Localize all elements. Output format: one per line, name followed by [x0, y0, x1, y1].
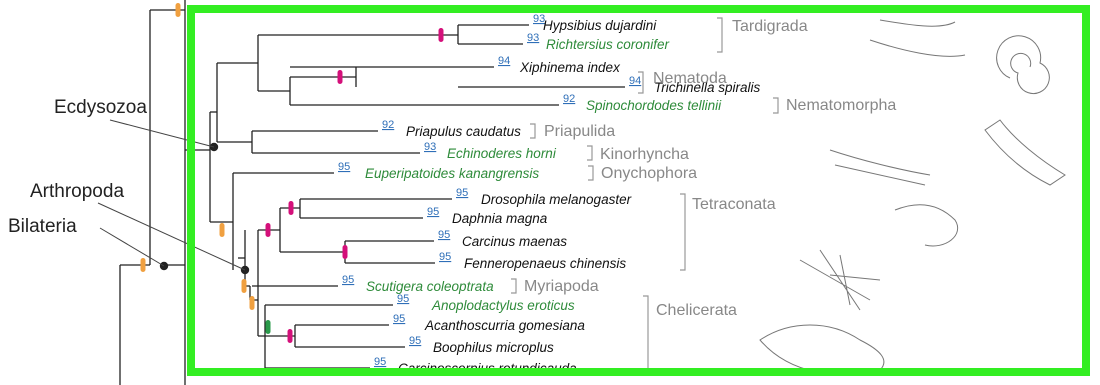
support-value: 95	[397, 293, 409, 305]
taxon-name: Anoplodactylus eroticus	[431, 298, 575, 313]
support-value: 92	[563, 93, 575, 105]
support-value: 95	[338, 161, 350, 173]
onychophoran-illustration	[895, 205, 958, 246]
taxon-name: Hypsibius dujardini	[543, 18, 657, 33]
marker-pink	[288, 329, 293, 343]
group-label: Tardigrada	[732, 18, 808, 35]
support-value: 94	[498, 55, 510, 67]
support-value: 92	[382, 119, 394, 131]
horseshoe-crab-illustration	[760, 325, 884, 375]
clade-label-bilateria: Bilateria	[8, 216, 77, 238]
group-label: Nematoda	[653, 70, 727, 87]
support-value: 93	[527, 32, 539, 44]
marker-pink	[439, 28, 444, 42]
support-value: 95	[342, 274, 354, 286]
support-value: 93	[424, 141, 436, 153]
marker-pink	[266, 223, 271, 237]
support-value: 94	[629, 75, 641, 87]
group-label: Onychophora	[601, 165, 697, 182]
taxon-name: Drosophila melanogaster	[481, 192, 632, 207]
group-label: Nematomorpha	[786, 97, 896, 114]
kinorhynch-illustration	[830, 150, 930, 185]
group-label: Myriapoda	[524, 278, 599, 295]
taxon-name: Daphnia magna	[452, 211, 548, 226]
group-bracket	[717, 18, 722, 52]
pointer-bilateria	[100, 228, 164, 266]
taxon-name: Boophilus microplus	[433, 340, 554, 355]
support-value: 95	[456, 187, 468, 199]
taxon-name: Echinoderes horni	[447, 146, 557, 161]
taxon-name: Priapulus caudatus	[406, 124, 521, 139]
taxon-name: Fenneropenaeus chinensis	[464, 256, 626, 271]
marker-orange	[242, 279, 247, 293]
group-bracket	[588, 166, 593, 180]
support-value: 95	[438, 229, 450, 241]
group-label: Tetraconata	[692, 196, 776, 213]
taxon-name: Carcinoscorpius rotundicauda	[398, 361, 577, 376]
myriapod-illustration	[800, 250, 880, 310]
taxon-name: Euperipatoides kanangrensis	[365, 166, 539, 181]
taxon-name: Acanthoscurria gomesiana	[424, 318, 585, 333]
taxon-name: Spinochordodes tellinii	[586, 98, 722, 113]
taxon-name: Carcinus maenas	[462, 234, 567, 249]
support-value: 95	[374, 356, 386, 368]
marker-pink	[289, 201, 294, 215]
support-value: 95	[409, 335, 421, 347]
taxon-name: Richtersius coronifer	[546, 37, 670, 52]
support-value: 95	[393, 313, 405, 325]
illustrations	[760, 20, 1065, 375]
group-label: Kinorhyncha	[600, 146, 689, 163]
taxon-name: Scutigera coleoptrata	[366, 279, 494, 294]
clade-label-ecdysozoa: Ecdysozoa	[54, 97, 147, 119]
group-label: Chelicerata	[656, 302, 737, 319]
marker-pink	[343, 245, 348, 259]
taxon-name: Xiphinema index	[519, 60, 621, 75]
tardigrade-illustration	[870, 20, 965, 56]
priapulid-illustration	[985, 120, 1065, 185]
group-bracket	[587, 146, 592, 160]
group-bracket	[680, 194, 685, 270]
group-bracket	[530, 124, 535, 138]
group-bracket	[773, 98, 778, 113]
marker-orange	[176, 3, 181, 17]
support-value: 95	[427, 206, 439, 218]
clade-label-arthropoda: Arthropoda	[30, 181, 124, 203]
marker-orange	[220, 223, 225, 237]
pointer-ecdysozoa	[110, 120, 214, 147]
group-label: Priapulida	[544, 123, 615, 140]
group-bracket	[511, 279, 516, 293]
support-value: 95	[439, 251, 451, 263]
nematode-illustration	[997, 36, 1050, 94]
marker-orange	[141, 258, 146, 272]
marker-pink	[338, 70, 343, 84]
group-bracket	[643, 296, 648, 375]
marker-green	[266, 320, 271, 334]
marker-orange	[250, 296, 255, 310]
